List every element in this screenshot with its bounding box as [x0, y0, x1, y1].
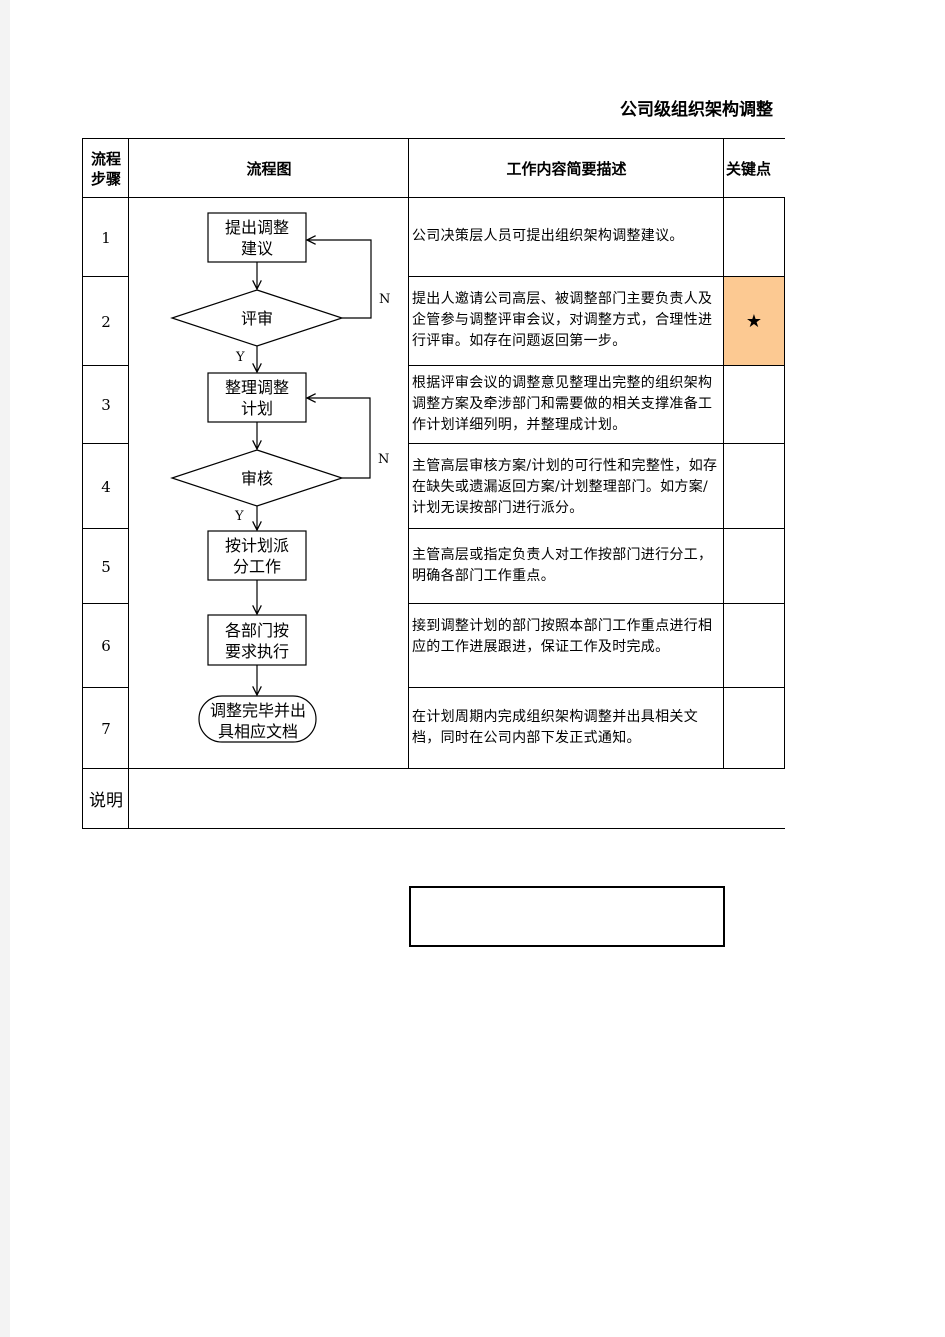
- node-finish-line1: 调整完毕并出: [210, 701, 306, 720]
- node-propose-line1: 提出调整: [225, 218, 289, 237]
- node-audit-label: 审核: [241, 469, 273, 488]
- step-description: 接到调整计划的部门按照本部门工作重点进行相应的工作进展跟进，保证工作及时完成。: [408, 603, 725, 689]
- label-audit-yes: Y: [234, 509, 244, 524]
- notes-content: [128, 768, 785, 829]
- step-number: 6: [82, 603, 130, 689]
- key-point-star: ★: [723, 276, 785, 367]
- step-description: 主管高层审核方案/计划的可行性和完整性，如存在缺失或遗漏返回方案/计划整理部门。…: [408, 443, 725, 530]
- key-point-cell: [723, 443, 785, 530]
- node-assign-line2: 分工作: [233, 557, 281, 576]
- key-point-cell: [723, 197, 785, 278]
- node-propose-line2: 建议: [241, 239, 273, 258]
- node-execute-line1: 各部门按: [225, 621, 289, 640]
- step-number: 3: [82, 365, 130, 445]
- process-table: 流程步骤 流程图 工作内容简要描述 关键点 1 2 3 4 5 6 7 公司决策…: [82, 138, 785, 829]
- arrow-review-no-loop: [307, 240, 372, 319]
- notes-label: 说明: [82, 768, 130, 829]
- step-number: 2: [82, 276, 130, 367]
- label-review-no: N: [379, 292, 390, 307]
- page-left-edge: [0, 0, 10, 1337]
- step-number: 1: [82, 197, 130, 278]
- node-execute-line2: 要求执行: [225, 642, 289, 661]
- node-finish-line2: 具相应文档: [218, 722, 298, 741]
- node-plan-line1: 整理调整: [225, 378, 289, 397]
- node-plan-line2: 计划: [241, 399, 273, 418]
- step-description: 提出人邀请公司高层、被调整部门主要负责人及企管参与调整评审会议，对调整方式，合理…: [408, 276, 725, 367]
- step-description: 在计划周期内完成组织架构调整并出具相关文档，同时在公司内部下发正式通知。: [408, 687, 725, 770]
- key-point-cell: [723, 687, 785, 770]
- node-propose-box: [207, 212, 307, 263]
- node-plan-box: [207, 372, 307, 423]
- step-description: 主管高层或指定负责人对工作按部门进行分工，明确各部门工作重点。: [408, 528, 725, 605]
- node-assign-line1: 按计划派: [225, 536, 289, 555]
- empty-box: [409, 886, 725, 947]
- header-description: 工作内容简要描述: [408, 138, 725, 199]
- document-title: 公司级组织架构调整: [620, 100, 773, 120]
- node-finish-terminator: [198, 695, 317, 743]
- node-review-label: 评审: [241, 309, 273, 328]
- label-audit-no: N: [378, 452, 389, 467]
- header-key-point: 关键点: [723, 138, 785, 199]
- key-point-cell: [723, 528, 785, 605]
- key-point-cell: [723, 365, 785, 445]
- step-number: 7: [82, 687, 130, 770]
- label-review-yes: Y: [235, 350, 245, 365]
- arrow-audit-no-loop: [307, 398, 371, 479]
